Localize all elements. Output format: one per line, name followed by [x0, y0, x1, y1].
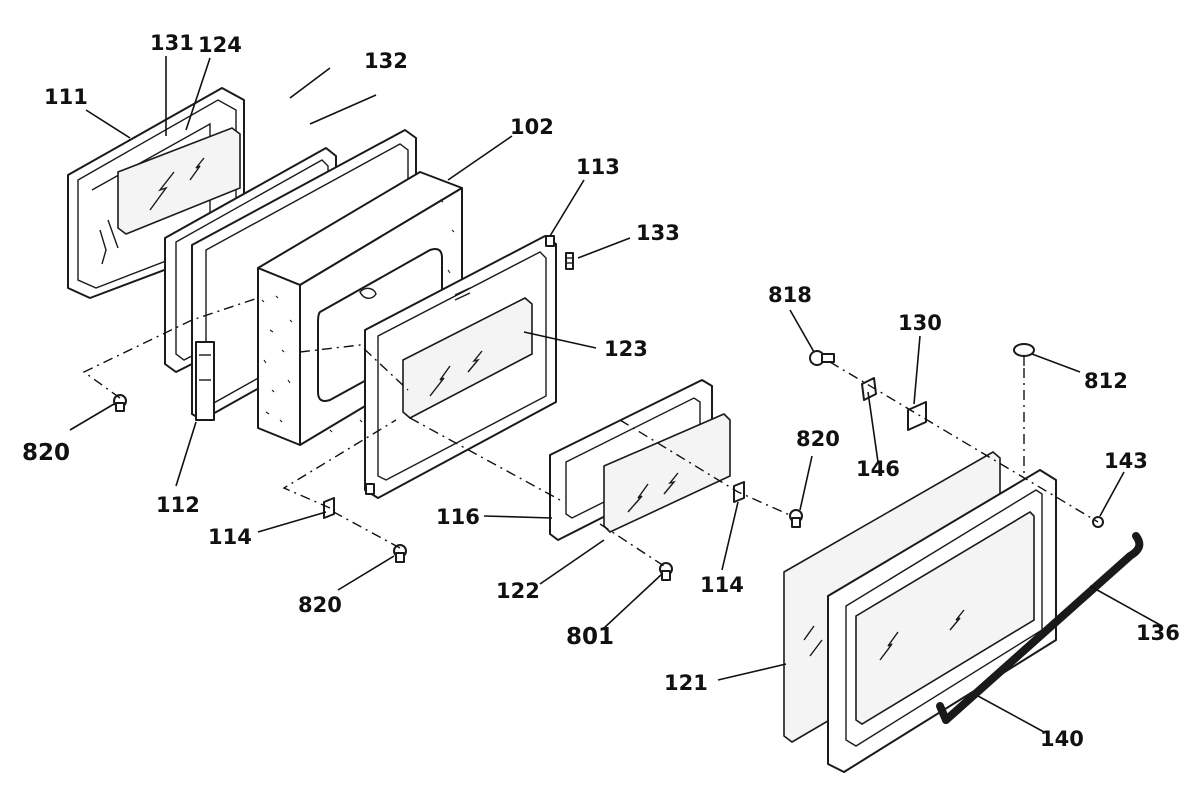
- callout-136: 136: [1136, 621, 1180, 645]
- part-131-inner-glass: [117, 127, 241, 235]
- part-820-screw-right: [789, 509, 803, 528]
- callout-121: 121: [664, 671, 708, 695]
- callout-122: 122: [496, 579, 540, 603]
- part-812-screw: [1013, 343, 1035, 366]
- callout-112: 112: [156, 493, 200, 517]
- part-146-clip: [861, 377, 877, 401]
- callout-116: 116: [436, 505, 480, 529]
- callout-820-left: 820: [22, 440, 70, 466]
- callout-111: 111: [44, 85, 88, 109]
- part-820-screw-left: [113, 394, 127, 412]
- part-820-screw-bottom: [393, 544, 407, 563]
- callout-102: 102: [510, 115, 554, 139]
- part-123-window-glass: [402, 297, 533, 419]
- callout-146: 146: [856, 457, 900, 481]
- part-136-handle: [936, 532, 1144, 724]
- callout-114-right: 114: [700, 573, 744, 597]
- callout-113: 113: [576, 155, 620, 179]
- callout-labels: 111 131 124 132 102 113 133 123 820 112 …: [22, 31, 1180, 751]
- part-130-pad: [907, 401, 927, 431]
- callout-812: 812: [1084, 369, 1128, 393]
- callout-131: 131: [150, 31, 194, 55]
- callout-818: 818: [768, 283, 812, 307]
- callout-820-right: 820: [796, 427, 840, 451]
- callout-133: 133: [636, 221, 680, 245]
- callout-124: 124: [198, 33, 242, 57]
- callout-132: 132: [364, 49, 408, 73]
- callout-114-left: 114: [208, 525, 252, 549]
- callout-143: 143: [1104, 449, 1148, 473]
- leader-lines: [69, 56, 1163, 733]
- part-818-screw: [809, 350, 835, 366]
- callout-140: 140: [1040, 727, 1084, 751]
- part-801-screw: [659, 562, 673, 581]
- part-133-screw: [565, 252, 574, 270]
- callout-123: 123: [604, 337, 648, 361]
- callout-820-bottom: 820: [298, 593, 342, 617]
- callout-130: 130: [898, 311, 942, 335]
- callout-801: 801: [566, 624, 614, 650]
- assembly-lines: [82, 297, 1099, 567]
